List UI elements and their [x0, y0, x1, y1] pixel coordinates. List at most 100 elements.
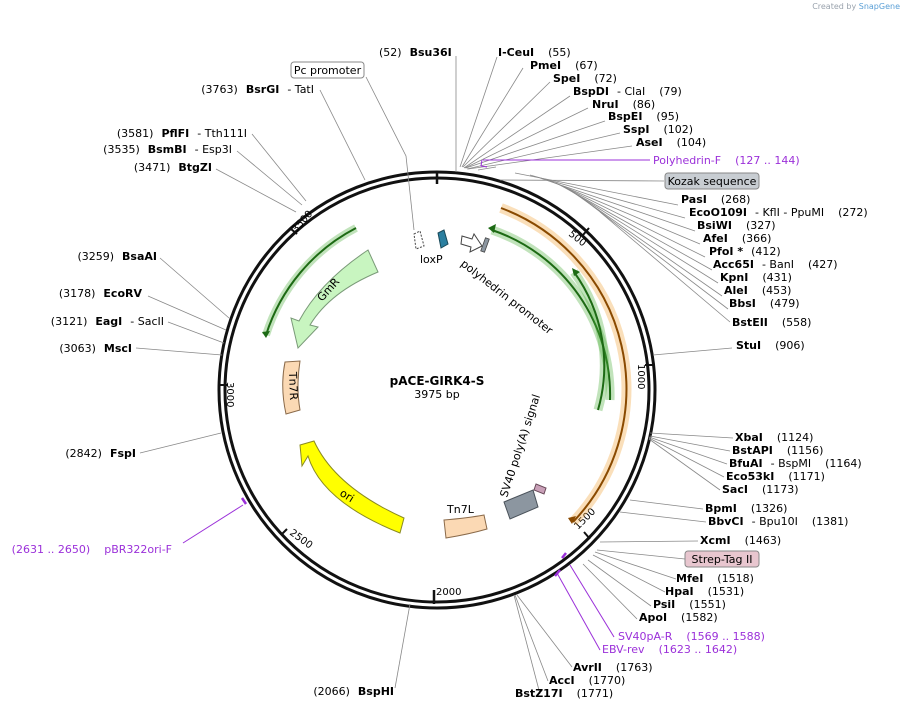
name: BsrGI [246, 83, 279, 96]
primer-pbr322ori-f: (2631 .. 2650)pBR322ori-F [12, 543, 172, 556]
enzyme-acc65i: Acc65I- BanI(427) [713, 258, 838, 271]
polyhedrin-small-marker [480, 237, 490, 253]
primer-sv40pa-r: SV40pA-R(1569 .. 1588) [618, 630, 765, 643]
name: NruI [592, 98, 619, 111]
orf-green-inner-head [572, 268, 580, 276]
pos: (1171) [788, 470, 825, 483]
name: SspI [623, 123, 649, 136]
name: BpmI [705, 502, 737, 515]
iso: - Esp3I [195, 143, 232, 156]
orf-orange-head [568, 516, 576, 524]
enzyme-spei: SpeI(72) [553, 72, 617, 85]
enzyme-saci: SacI(1173) [722, 483, 799, 496]
loxp-feature [437, 229, 449, 249]
pc-promoter-label: Pc promoter [294, 64, 362, 77]
name: Polyhedrin-F [653, 154, 721, 167]
pos: (52) [379, 46, 402, 59]
pos: (427) [808, 258, 838, 271]
iso: - Bpu10I [752, 515, 798, 528]
name: BstZ17I [515, 687, 563, 700]
enzyme-msci: (3063) MscI [59, 342, 132, 355]
enzyme-pfoi: PfoI * (412) [709, 245, 781, 258]
name: AvrII [573, 661, 602, 674]
enzyme-labels-left: (2066)BspHI (2842)FspI (3063)MscI (3121)… [51, 83, 394, 698]
pos: (1164) [825, 457, 862, 470]
enzyme-xbai: XbaI(1124) [735, 431, 813, 444]
pos: (1326) [751, 502, 788, 515]
enzyme-eco53ki: Eco53kI(1171) [726, 470, 825, 483]
name: XcmI [700, 534, 731, 547]
pos: (366) [742, 232, 772, 245]
pos: (1770) [589, 674, 626, 687]
enzyme-eagi: (3121)EagI- SacII [51, 315, 164, 328]
name: EBV-rev [602, 643, 645, 656]
enzyme-alei: AleI(453) [724, 284, 791, 297]
name: EagI [95, 315, 122, 328]
pos: (95) [656, 110, 679, 123]
enzyme-bstz17i: BstZ17I (1771) [515, 687, 613, 700]
enzyme-apoi: ApoI(1582) [639, 611, 718, 624]
enzyme-asei: AseI(104) [636, 136, 706, 149]
name: AseI [636, 136, 663, 149]
name: BsaAI [122, 250, 157, 263]
gmr-feature [290, 249, 379, 350]
pos: (3121) [51, 315, 88, 328]
pos: (431) [762, 271, 792, 284]
iso: - BanI [762, 258, 794, 271]
name: I-CeuI [498, 46, 534, 59]
primer-polyhedrin-f: Polyhedrin-F (127 .. 144) [653, 154, 800, 167]
pos: (2066) [313, 685, 350, 698]
name: EcoRV [103, 287, 142, 300]
name: AccI [549, 674, 575, 687]
iso: - BspMI [771, 457, 811, 470]
name: BsmBI [148, 143, 187, 156]
tick-label-2500: 2500 [287, 528, 314, 552]
pos: (1771) [577, 687, 614, 700]
enzyme-hpai: HpaI(1531) [665, 585, 744, 598]
pos: (86) [633, 98, 656, 111]
pos: (1124) [777, 431, 814, 444]
pos: (268) [721, 193, 751, 206]
sv40-label: SV40 poly(A) signal [497, 393, 543, 499]
name: BbvCI [708, 515, 744, 528]
pos: (3063) [59, 342, 96, 355]
boxed-feature-labels: Pc promoter Kozak sequence Strep-Tag II [290, 61, 760, 568]
pos: (102) [663, 123, 693, 136]
name: KpnI [720, 271, 748, 284]
loxp-dashed-marker [413, 230, 425, 250]
pos: (3259) [77, 250, 114, 263]
name: BstEII [732, 316, 768, 329]
name: EcoO109I [689, 206, 747, 219]
name: PfoI * [709, 245, 743, 258]
pos: (1763) [616, 661, 653, 674]
name: PasI [681, 193, 707, 206]
enzyme-ecoo109i: EcoO109I- KflI - PpuMI(272) [689, 206, 868, 219]
range: (127 .. 144) [735, 154, 800, 167]
name: PsiI [653, 598, 675, 611]
enzyme-sspi: SspI (102) [623, 123, 693, 136]
ori-label: ori [337, 487, 356, 506]
name: pBR322ori-F [104, 543, 172, 556]
tick-label-3000: 3000 [224, 382, 235, 407]
name: BfuAI [729, 457, 763, 470]
name: SpeI [553, 72, 580, 85]
pos: (412) [751, 245, 781, 258]
enzyme-bpmi: BpmI (1326) [705, 502, 787, 515]
tn7r-feature [282, 360, 301, 415]
tn7l-label: Tn7L [446, 503, 475, 516]
primer-ebv-rev: EBV-rev(1623 .. 1642) [602, 643, 737, 656]
enzyme-btgzi: (3471)BtgZI [134, 161, 212, 174]
kozak-label: Kozak sequence [668, 175, 757, 188]
name: MscI [104, 342, 132, 355]
enzyme-bfuai: BfuAI - BspMI (1164) [729, 457, 862, 470]
name: PflFI [161, 127, 189, 140]
pos: (79) [659, 85, 682, 98]
pos: (1551) [689, 598, 726, 611]
enzyme-acci: AccI (1770) [549, 674, 625, 687]
name: SV40pA-R [618, 630, 673, 643]
name: Bsu36I [410, 46, 452, 59]
enzyme-stui: StuI(906) [736, 339, 805, 352]
name: HpaI [665, 585, 694, 598]
tn7l-feature [443, 514, 488, 539]
